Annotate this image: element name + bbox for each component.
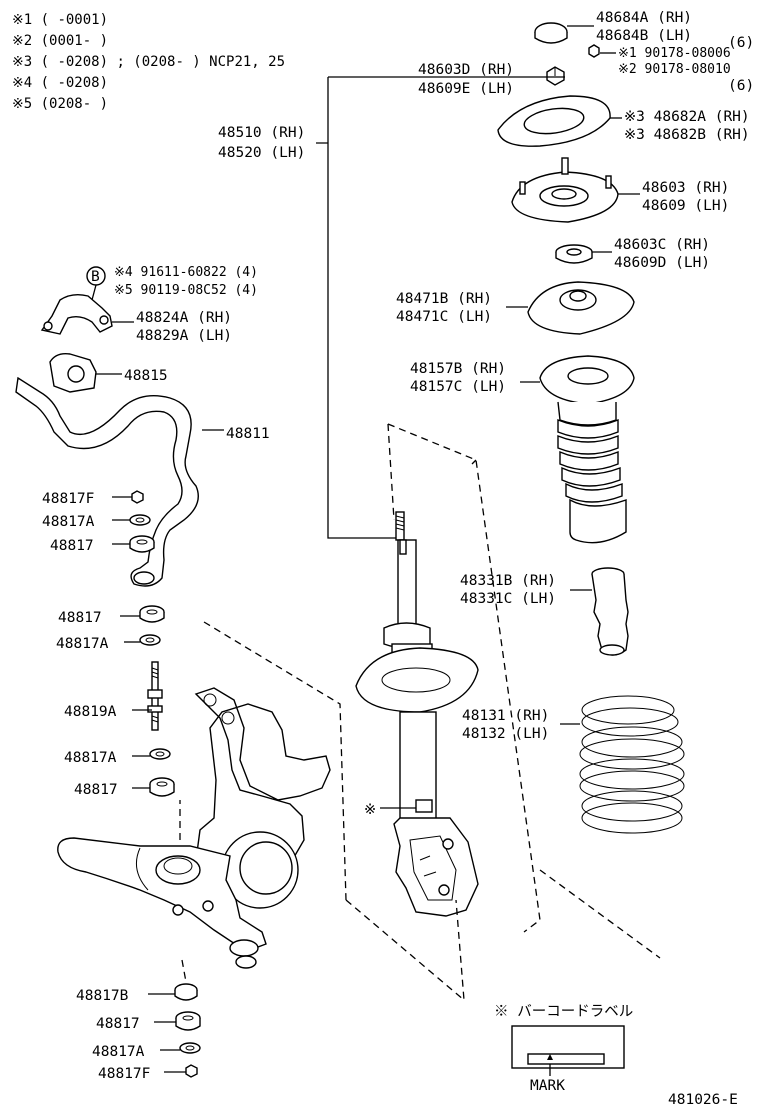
label-48471B: 48471B (RH) [396, 291, 492, 307]
stabilizer-bracket-part [40, 293, 113, 335]
label-48817A-3: 48817A [64, 750, 117, 766]
label-48609: 48609 (LH) [642, 198, 729, 214]
label-48157C: 48157C (LH) [410, 379, 506, 395]
link-washer-48817A-1 [129, 514, 151, 526]
steering-knuckle-part [194, 687, 331, 909]
stabilizer-bushing-part [49, 352, 97, 393]
label-star-mark: ※ [364, 802, 376, 818]
label-b: B [91, 269, 100, 285]
support-plate-part [497, 95, 611, 147]
label-48132: 48132 (LH) [462, 726, 549, 742]
label-90178-08010: ※2 90178-08010 [618, 62, 731, 77]
label-48824A: 48824A (RH) [136, 310, 232, 326]
label-48817A-2: 48817A [56, 636, 109, 652]
barcode-label-box [511, 1025, 625, 1076]
label-48819A: 48819A [64, 704, 117, 720]
label-48684B: 48684B (LH) [596, 28, 692, 44]
bushing-48817-4 [175, 1011, 201, 1031]
applicability-notes: ※1 ( -0001) ※2 (0001- ) ※3 ( -0208) ; (0… [12, 12, 285, 112]
label-48817B: 48817B [76, 988, 129, 1004]
label-48817-3: 48817 [74, 782, 118, 798]
note-3: ※3 ( -0208) ; (0208- ) NCP21, 25 [12, 54, 285, 70]
link-washer-48817A-3 [149, 748, 171, 760]
label-48817A-1: 48817A [42, 514, 95, 530]
label-48471C: 48471C (LH) [396, 309, 492, 325]
washer-48817A-4 [179, 1042, 201, 1054]
label-48603C: 48603C (RH) [614, 237, 710, 253]
nut-48817F-bottom [185, 1064, 198, 1078]
label-qty-6b: (6) [728, 78, 754, 94]
label-48510: 48510 (RH) [218, 125, 305, 141]
link-washer-48817A-2 [139, 634, 161, 646]
label-48817-1: 48817 [50, 538, 94, 554]
label-48815: 48815 [124, 368, 168, 384]
label-90119-08C52: ※5 90119-08C52 (4) [114, 283, 258, 298]
label-48682A: ※3 48682A (RH) [624, 109, 750, 125]
label-48829A: 48829A (LH) [136, 328, 232, 344]
stabilizer-link-part [147, 661, 163, 731]
coil-spring-part [579, 695, 685, 834]
label-90178-08006: ※1 90178-08006 [618, 46, 731, 61]
dust-boot-part [539, 355, 635, 544]
label-48682B: ※3 48682B (RH) [624, 127, 750, 143]
lower-control-arm-part [57, 837, 267, 969]
label-48609D: 48609D (LH) [614, 255, 710, 271]
label-48603: 48603 (RH) [642, 180, 729, 196]
link-nut-48817F-top [131, 490, 144, 504]
bump-stopper-part [591, 567, 629, 656]
nut-48603D-part [546, 66, 565, 86]
label-48131: 48131 (RH) [462, 708, 549, 724]
label-48609E: 48609E (LH) [418, 81, 514, 97]
shock-absorber-part [355, 511, 479, 917]
note-4: ※4 ( -0208) [12, 75, 108, 91]
link-bushing-48817-1 [129, 535, 155, 553]
upper-spring-seat-part [527, 281, 635, 335]
label-48331C: 48331C (LH) [460, 591, 556, 607]
label-qty-6a: (6) [728, 35, 754, 51]
barcode-label-heading: ※ バーコードラベル [494, 1004, 633, 1020]
bolt-90178-part [588, 44, 600, 58]
label-48520: 48520 (LH) [218, 145, 305, 161]
label-48817-2: 48817 [58, 610, 102, 626]
label-48817F-bottom: 48817F [98, 1066, 150, 1082]
label-48684A: 48684A (RH) [596, 10, 692, 26]
strut-support-part [511, 157, 619, 223]
label-48603D: 48603D (RH) [418, 62, 514, 78]
mark-label: MARK [530, 1078, 565, 1094]
bushing-48817B [174, 983, 198, 1001]
label-48331B: 48331B (RH) [460, 573, 556, 589]
label-48157B: 48157B (RH) [410, 361, 506, 377]
note-5: ※5 (0208- ) [12, 96, 108, 112]
label-91611-60822: ※4 91611-60822 (4) [114, 265, 258, 280]
figure-number: 481026-E [668, 1092, 738, 1108]
note-1: ※1 ( -0001) [12, 12, 108, 28]
strut-cap-part [534, 22, 568, 44]
label-48811: 48811 [226, 426, 270, 442]
link-bushing-48817-3 [149, 777, 175, 797]
label-48817F-top: 48817F [42, 491, 94, 507]
stabilizer-bar-part [15, 376, 199, 587]
link-bushing-48817-2 [139, 605, 165, 623]
label-48817-4: 48817 [96, 1016, 140, 1032]
spacer-48603C-part [555, 244, 593, 264]
label-48817A-4: 48817A [92, 1044, 145, 1060]
note-2: ※2 (0001- ) [12, 33, 108, 49]
